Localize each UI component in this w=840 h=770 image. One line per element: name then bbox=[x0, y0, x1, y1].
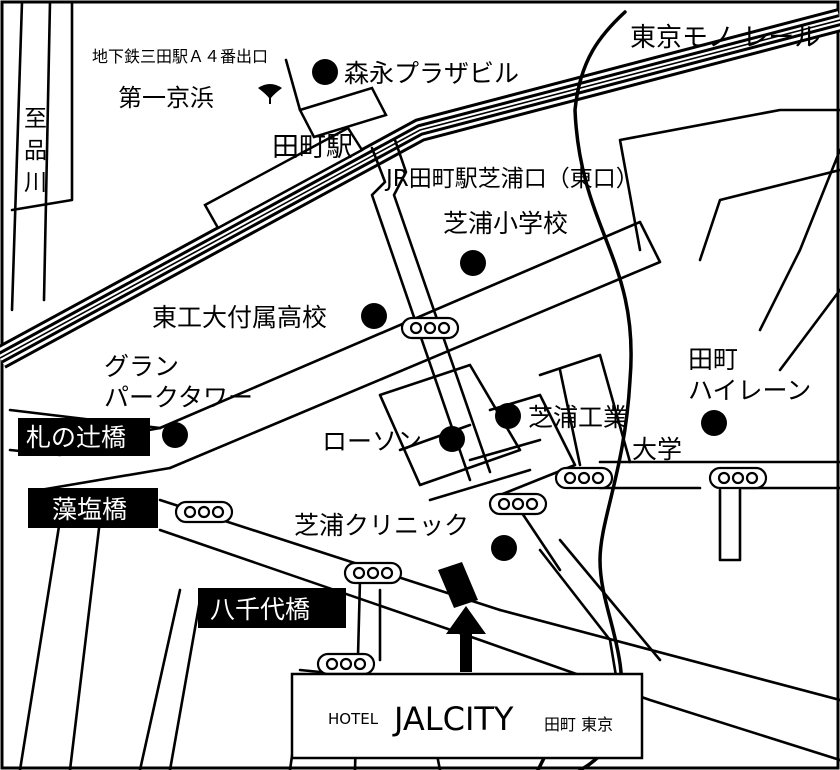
to-shinagawa-label-1: 至 bbox=[24, 106, 47, 132]
monorail-label: 東京モノ レール bbox=[630, 23, 820, 53]
shibaura-it-label-line2: 大学 bbox=[632, 435, 682, 464]
high-school-label: 東工大付属高校 bbox=[152, 303, 327, 332]
to-shinagawa-label-2: 品 bbox=[24, 138, 47, 164]
railway-tracks bbox=[0, 8, 840, 369]
hilane-label-line1: 田町 bbox=[688, 345, 738, 374]
hotel-sign: HOTEL JALCITY 田町 東京 bbox=[290, 672, 644, 760]
traffic-signal bbox=[708, 466, 768, 490]
bridge-box-yachiyo bbox=[198, 588, 346, 628]
landmark-dot-elementary bbox=[460, 250, 486, 276]
traffic-signal bbox=[554, 466, 614, 490]
jr-exit-label: JR田町駅芝浦口（東口） bbox=[384, 166, 639, 192]
traffic-signal bbox=[174, 500, 234, 524]
tamachi-station-building bbox=[203, 86, 388, 230]
landmark-dot-grand-park bbox=[162, 422, 188, 448]
hotel-suffix: 田町 東京 bbox=[544, 715, 613, 734]
mogishio-bridge-label: 藻塩橋 bbox=[52, 495, 127, 524]
landmark-dot-lawson bbox=[439, 426, 465, 452]
yachiyo-bridge-label: 八千代橋 bbox=[210, 595, 310, 624]
landmark-dot-high-school bbox=[361, 303, 387, 329]
bridge-box-fuda bbox=[18, 418, 150, 456]
shibaura-it-label-line1: 芝浦工業 bbox=[528, 403, 628, 432]
morinaga-label: 森永プラザビル bbox=[344, 59, 519, 88]
landmark-dot-morinaga bbox=[312, 59, 338, 85]
hotel-location-block bbox=[438, 562, 478, 608]
landmark-dot-clinic bbox=[491, 535, 517, 561]
hotel-prefix: HOTEL bbox=[328, 710, 379, 728]
traffic-signal bbox=[316, 652, 376, 676]
hotel-name: JALCITY bbox=[392, 700, 514, 738]
subway-exit-label: 地下鉄三田駅Ａ４番出口 bbox=[92, 47, 268, 66]
to-shinagawa-label-3: 川 bbox=[24, 170, 47, 196]
ginkgo-road-icon bbox=[258, 84, 282, 104]
grand-park-label-line2: パークタワー bbox=[104, 383, 253, 412]
tamachi-station-label: 田町駅 bbox=[272, 132, 353, 163]
landmark-dot-shibaura-it bbox=[495, 403, 521, 429]
hilane-label-line2: ハイレーン bbox=[688, 376, 811, 405]
clinic-label: 芝浦クリニック bbox=[294, 511, 469, 540]
fuda-no-tsuji-bridge-label: 札の辻橋 bbox=[26, 423, 126, 452]
grand-park-label-line1: グラン bbox=[104, 352, 179, 381]
traffic-signal bbox=[343, 561, 403, 585]
daiichi-keihin-label: 第一京浜 bbox=[118, 84, 214, 112]
landmark-dot-hilane bbox=[701, 410, 727, 436]
elementary-school-label: 芝浦小学校 bbox=[443, 209, 568, 238]
bridge-box-mogishio bbox=[28, 488, 158, 528]
traffic-signal bbox=[488, 492, 548, 516]
arrow-up-icon bbox=[446, 606, 486, 672]
traffic-signal bbox=[400, 316, 460, 340]
lawson-label: ローソン bbox=[322, 427, 422, 456]
